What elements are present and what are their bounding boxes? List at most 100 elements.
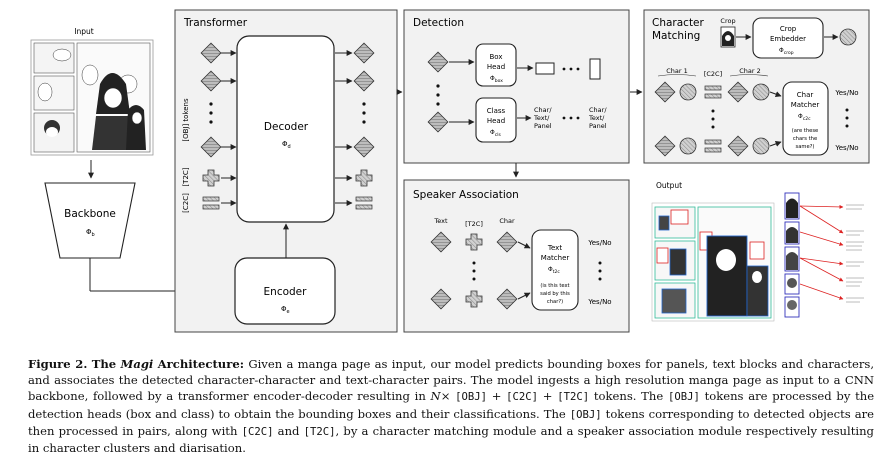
detection-tokens — [427, 51, 449, 133]
speaker-association-arrows — [799, 204, 844, 300]
svg-text:Char/: Char/ — [589, 106, 607, 114]
text-matcher-line2: Matcher — [541, 254, 570, 262]
decoder-block — [236, 35, 335, 223]
box-head-symbol: Φbox — [490, 75, 503, 84]
c2c-token-label: [C2C] — [182, 193, 190, 213]
cm-yes-no-1: Yes/No — [834, 89, 858, 97]
char-matcher-symbol: Φc2c — [798, 113, 811, 122]
crop-label: Crop — [720, 17, 735, 25]
character-clusters — [784, 192, 800, 318]
box-head-line2: Head — [487, 63, 505, 71]
sa-t2c-label: [T2C] — [465, 220, 483, 228]
char1-label: Char 1 — [666, 67, 688, 75]
class-output-2: Char/ Text/ Panel — [588, 106, 607, 130]
text-char-row-1 — [430, 231, 518, 253]
sa-char-label: Char — [499, 217, 515, 225]
character-matching-title-1: Character — [652, 17, 705, 29]
output-tokens — [353, 42, 375, 210]
transformer-title: Transformer — [183, 17, 248, 29]
svg-text:Text/: Text/ — [588, 114, 605, 122]
caption-c2c-token-2: [C2C] — [241, 425, 274, 438]
character-matching-title-2: Matching — [652, 30, 700, 42]
caption-magi: Magi — [120, 357, 154, 371]
detection-panel — [403, 9, 630, 164]
dialogue-text-bubbles — [846, 204, 864, 303]
caption-text-4: tokens corresponding to detected objects… — [28, 406, 875, 438]
caption-the: The — [91, 357, 117, 371]
char-matcher-q2: chars the — [793, 136, 817, 142]
char-matcher-line2: Matcher — [791, 101, 820, 109]
encoder-block — [234, 257, 336, 325]
input-tokens — [200, 42, 222, 210]
caption-obj-token: [OBJ] — [455, 391, 488, 404]
box-output-2 — [589, 58, 601, 80]
backbone-label: Backbone — [64, 208, 116, 220]
class-head-symbol: Φcls — [490, 129, 501, 138]
caption-plus-2: + — [542, 389, 553, 404]
sa-yes-no-1: Yes/No — [587, 239, 611, 247]
box-head-block — [475, 43, 517, 87]
caption-math-n: N — [430, 389, 441, 404]
text-matcher-q1: (is this text — [540, 283, 569, 289]
crop-embedder-block — [752, 17, 824, 59]
character-crop-image — [720, 26, 736, 48]
class-head-line2: Head — [487, 117, 505, 125]
char2-label: Char 2 — [739, 67, 761, 75]
caption-figure-number: Figure 2. — [28, 357, 88, 371]
sa-text-label: Text — [433, 217, 448, 225]
decoder-symbol: Φd — [282, 140, 291, 150]
char-matcher-line1: Char — [797, 91, 814, 99]
class-head-block — [475, 97, 517, 143]
detection-title: Detection — [413, 17, 464, 29]
caption-c2c-token: [C2C] — [506, 391, 539, 404]
backbone-symbol: Φb — [86, 228, 95, 238]
crop-embedder-line2: Embedder — [770, 35, 806, 43]
class-output-1: Char/ Text/ Panel — [533, 106, 552, 130]
output-title: Output — [656, 181, 682, 190]
architecture-diagram: Input Backbone Φb Transformer Decoder Φd… — [30, 9, 870, 333]
crop-embedder-symbol: Φcrop — [779, 47, 794, 56]
box-output-1 — [535, 62, 555, 75]
caption-t2c-token-2: [T2C] — [303, 425, 336, 438]
caption-plus-1: + — [491, 389, 502, 404]
text-char-row-2 — [430, 288, 518, 310]
crop-embedding-circle — [839, 28, 857, 46]
svg-text:Text/: Text/ — [533, 114, 550, 122]
cm-c2c-label: [C2C] — [704, 70, 722, 78]
caption-t2c-token: [T2C] — [557, 391, 590, 404]
caption-obj-token-3: [OBJ] — [569, 408, 602, 421]
output-annotated-page — [651, 202, 775, 322]
input-title: Input — [74, 27, 93, 36]
caption-text-3: tokens are processed by the detection he… — [28, 389, 875, 421]
caption-obj-token-2: [OBJ] — [667, 391, 700, 404]
backbone-block: Backbone Φb — [44, 182, 136, 259]
text-matcher-q2: said by this — [540, 291, 570, 297]
figure-caption: Figure 2. The Magi Architecture: Given a… — [28, 356, 874, 456]
text-matcher-block — [531, 229, 579, 311]
cm-yes-no-2: Yes/No — [834, 144, 858, 152]
obj-tokens-label: [OBJ] tokens — [182, 98, 190, 142]
char-matcher-q1: (are these — [792, 128, 818, 134]
box-head-line1: Box — [489, 53, 502, 61]
sa-yes-no-2: Yes/No — [587, 298, 611, 306]
char-matcher-q3: same?) — [796, 144, 815, 150]
manga-input-page — [30, 39, 154, 156]
caption-text-1: Given a manga page as input, our model p… — [28, 357, 875, 404]
caption-architecture: Architecture: — [157, 357, 244, 371]
encoder-symbol: Φe — [281, 305, 290, 315]
svg-text:Panel: Panel — [534, 122, 552, 130]
encoder-label: Encoder — [264, 286, 308, 298]
text-matcher-symbol: Φt2c — [548, 266, 560, 275]
speaker-association-title: Speaker Association — [413, 189, 519, 201]
caption-and: and — [277, 423, 300, 438]
svg-text:Panel: Panel — [589, 122, 607, 130]
caption-times: × — [440, 389, 451, 404]
class-head-line1: Class — [487, 107, 506, 115]
decoder-label: Decoder — [264, 121, 309, 133]
svg-text:Char/: Char/ — [534, 106, 552, 114]
char-matcher-block — [782, 81, 829, 156]
text-matcher-q3: char?) — [547, 299, 563, 305]
t2c-token-label: [T2C] — [182, 167, 190, 186]
caption-text-2: tokens. The — [593, 389, 664, 404]
crop-embedder-line1: Crop — [780, 25, 797, 33]
